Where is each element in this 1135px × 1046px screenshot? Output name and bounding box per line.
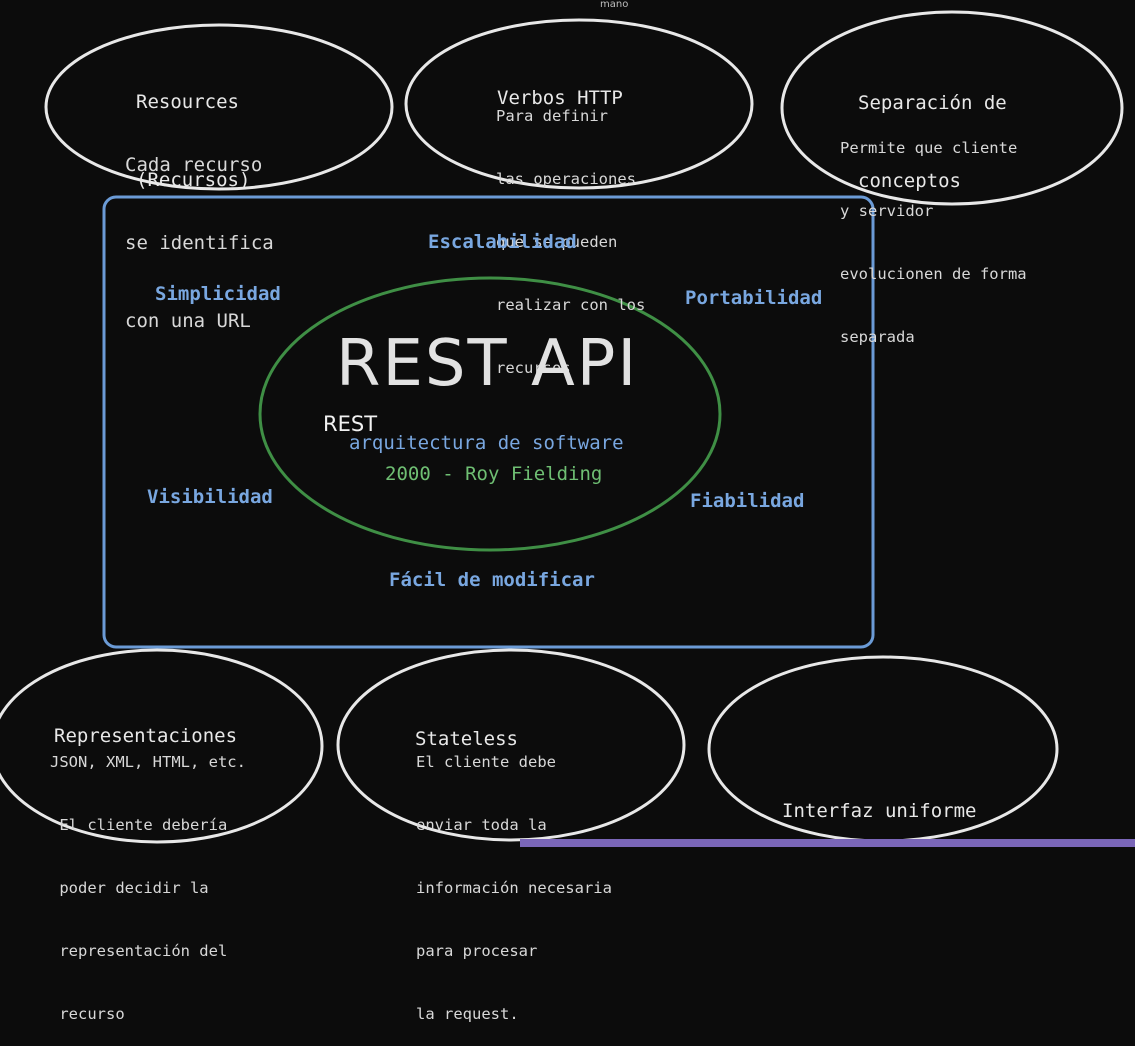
- resources-ellipse: [44, 23, 394, 191]
- prop-portabilidad: Portabilidad: [685, 287, 823, 309]
- prop-simplicidad: Simplicidad: [155, 283, 281, 305]
- center-subtitle: arquitectura de software: [349, 432, 624, 454]
- representaciones-ellipse: [0, 648, 324, 844]
- prop-fiabilidad: Fiabilidad: [690, 490, 805, 512]
- separacion-title: Separación de conceptos: [858, 92, 1007, 192]
- stateless-ellipse: [336, 648, 686, 842]
- representaciones-body: JSON, XML, HTML, etc. El cliente debería…: [50, 753, 246, 1023]
- prop-visibilidad: Visibilidad: [147, 486, 273, 508]
- center-origin: 2000 - Roy Fielding: [385, 463, 603, 485]
- stateless-body: El cliente debe enviar toda la informaci…: [416, 753, 612, 1023]
- interfaz-title: Interfaz uniforme: [782, 800, 977, 822]
- top-label: mano: [600, 0, 629, 10]
- separacion-ellipse: [780, 10, 1124, 206]
- prop-escalabilidad: Escalabilidad: [428, 231, 577, 253]
- rest-api-ellipse: [258, 276, 722, 552]
- representaciones-title: Representaciones: [54, 725, 238, 747]
- center-title: REST API: [336, 327, 639, 401]
- verbos-title: Verbos HTTP: [497, 87, 623, 109]
- verbos-ellipse: [404, 18, 754, 190]
- verbos-body: Para definir las operaciones que se pued…: [496, 107, 646, 377]
- bottom-accent-bar: [520, 839, 1135, 847]
- resources-title: Resources (Recursos): [136, 91, 251, 191]
- prop-facil-modificar: Fácil de modificar: [389, 569, 595, 591]
- stateless-title: Stateless: [415, 728, 518, 750]
- rest-properties-box: [102, 195, 875, 649]
- resources-body: Cada recurso se identifica con una URL: [125, 154, 274, 332]
- center-rest-label: REST: [323, 412, 378, 436]
- separacion-body: Permite que cliente y servidor evolucion…: [840, 139, 1027, 346]
